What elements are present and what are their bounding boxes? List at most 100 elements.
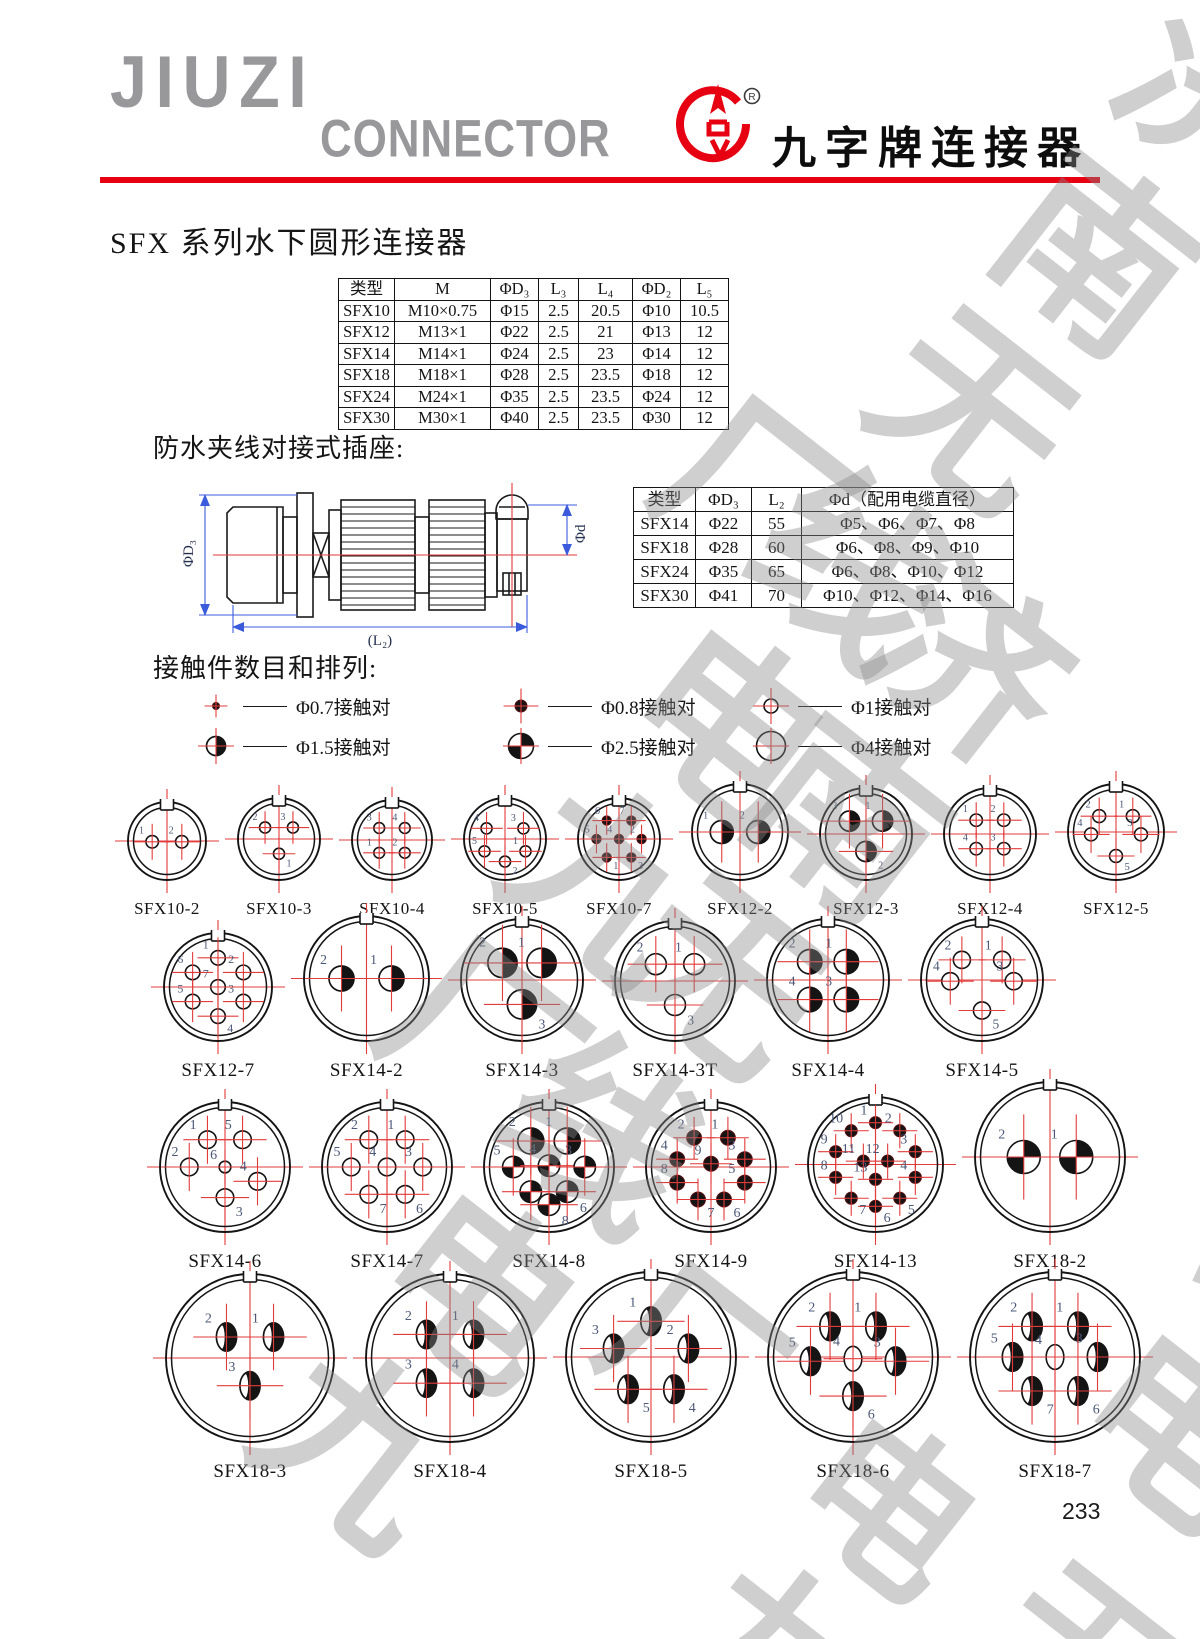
pin-number: 4 [474,813,479,824]
connector-label: SFX10-2 [134,899,200,918]
contact-pin [703,1178,745,1221]
contact-pin [823,1329,883,1389]
pin-number: 3 [728,1139,735,1154]
contact-pin [691,801,753,863]
contact-pin [262,837,296,871]
table-cell: SFX18 [633,535,696,560]
pin-number: 1 [865,801,870,812]
pin-number: 7 [203,967,209,981]
contact-pin [897,1159,933,1195]
contact-symbol-icon [503,688,539,724]
table-cell: 23.5 [578,364,633,387]
pin-number: 2 [171,1145,178,1160]
contact-pin [998,1357,1066,1425]
pin-number: 2 [513,866,518,877]
table-cell: 12 [680,407,729,430]
contacts-section-heading: 接触件数目和排列: [153,654,378,683]
pin-number: 2 [479,934,486,949]
pin-number: 6 [884,1211,891,1226]
contact-pin [656,1161,699,1204]
table-cell: Φ24 [490,342,539,365]
pin-number: 8 [562,1214,569,1229]
pin-number: 2 [991,804,996,815]
connector-label: SFX18-5 [614,1461,688,1482]
pin-number: 5 [494,1143,501,1158]
contact-pin [388,836,421,869]
table-cell: Φ35 [695,559,752,584]
pin-number: 2 [885,1112,892,1127]
contact-pin [882,1180,918,1216]
pin-number: 2 [1010,1301,1017,1316]
pin-number: 3 [228,1360,235,1375]
contact-pin [958,987,1006,1034]
col-header: ΦD₃ [490,278,539,301]
contact-pin [990,957,1038,1005]
brand-logo-icon: R [676,84,761,163]
pin-number: 3 [228,981,234,995]
table-cell: Φ41 [695,583,752,608]
pin-number: 5 [728,1162,735,1177]
table-cell: 2.5 [538,299,579,322]
pin-number: 6 [177,952,183,966]
pin-number: 5 [225,1118,232,1133]
pin-number: 3 [996,959,1003,974]
contact-pin [640,1355,708,1423]
contact-pin [842,1292,910,1360]
contact-pin [723,1161,766,1204]
contact-pin [616,843,646,872]
pin-number: 1 [963,804,968,815]
pin-number: 12 [866,1142,880,1157]
contact-pin [814,929,879,994]
contact-pin [627,936,684,993]
pin-number: 1 [860,1104,867,1119]
table-cell: 65 [751,559,802,584]
pin-number: 2 [351,1118,358,1133]
connector-grid-row-3: 152643SFX14-62154376SFX14-721543768SFX14… [144,1066,1138,1273]
pin-number: 2 [808,1301,815,1316]
legend-item: Φ0.8接触对 [503,688,753,724]
contact-pin [833,1113,869,1149]
contact-pin [327,1142,376,1192]
connector-label: SFX10-4 [359,899,425,918]
contact-pin [1097,837,1135,875]
pin-number: 4 [689,1401,696,1416]
table-cell: Φ28 [490,364,539,387]
pin-number: 3 [900,1133,907,1148]
contact-pin [165,1142,214,1192]
contact-pin [556,1138,614,1196]
contact-pin [978,936,1026,984]
legend-label: Φ4接触对 [851,737,932,759]
table-cell: M30×1 [394,407,491,430]
legend-item: Φ0.7接触对 [198,688,503,724]
connector-label: SFX10-7 [586,899,652,918]
table-cell: SFX14 [338,342,395,365]
contact-pin [727,801,789,863]
contact-pin [440,1349,507,1417]
pin-number: 3 [405,1358,412,1373]
connector-label: SFX18-7 [1018,1461,1092,1482]
table-cell: 55 [751,511,802,536]
pin-number: 1 [825,936,832,951]
contact-pin [706,1116,749,1159]
pin-number: 7 [380,1202,387,1217]
connector-label: SFX18-3 [213,1461,287,1482]
pin-number: 1 [387,1118,394,1133]
pin-number: 4 [227,1021,233,1035]
contact-pin [163,823,200,860]
